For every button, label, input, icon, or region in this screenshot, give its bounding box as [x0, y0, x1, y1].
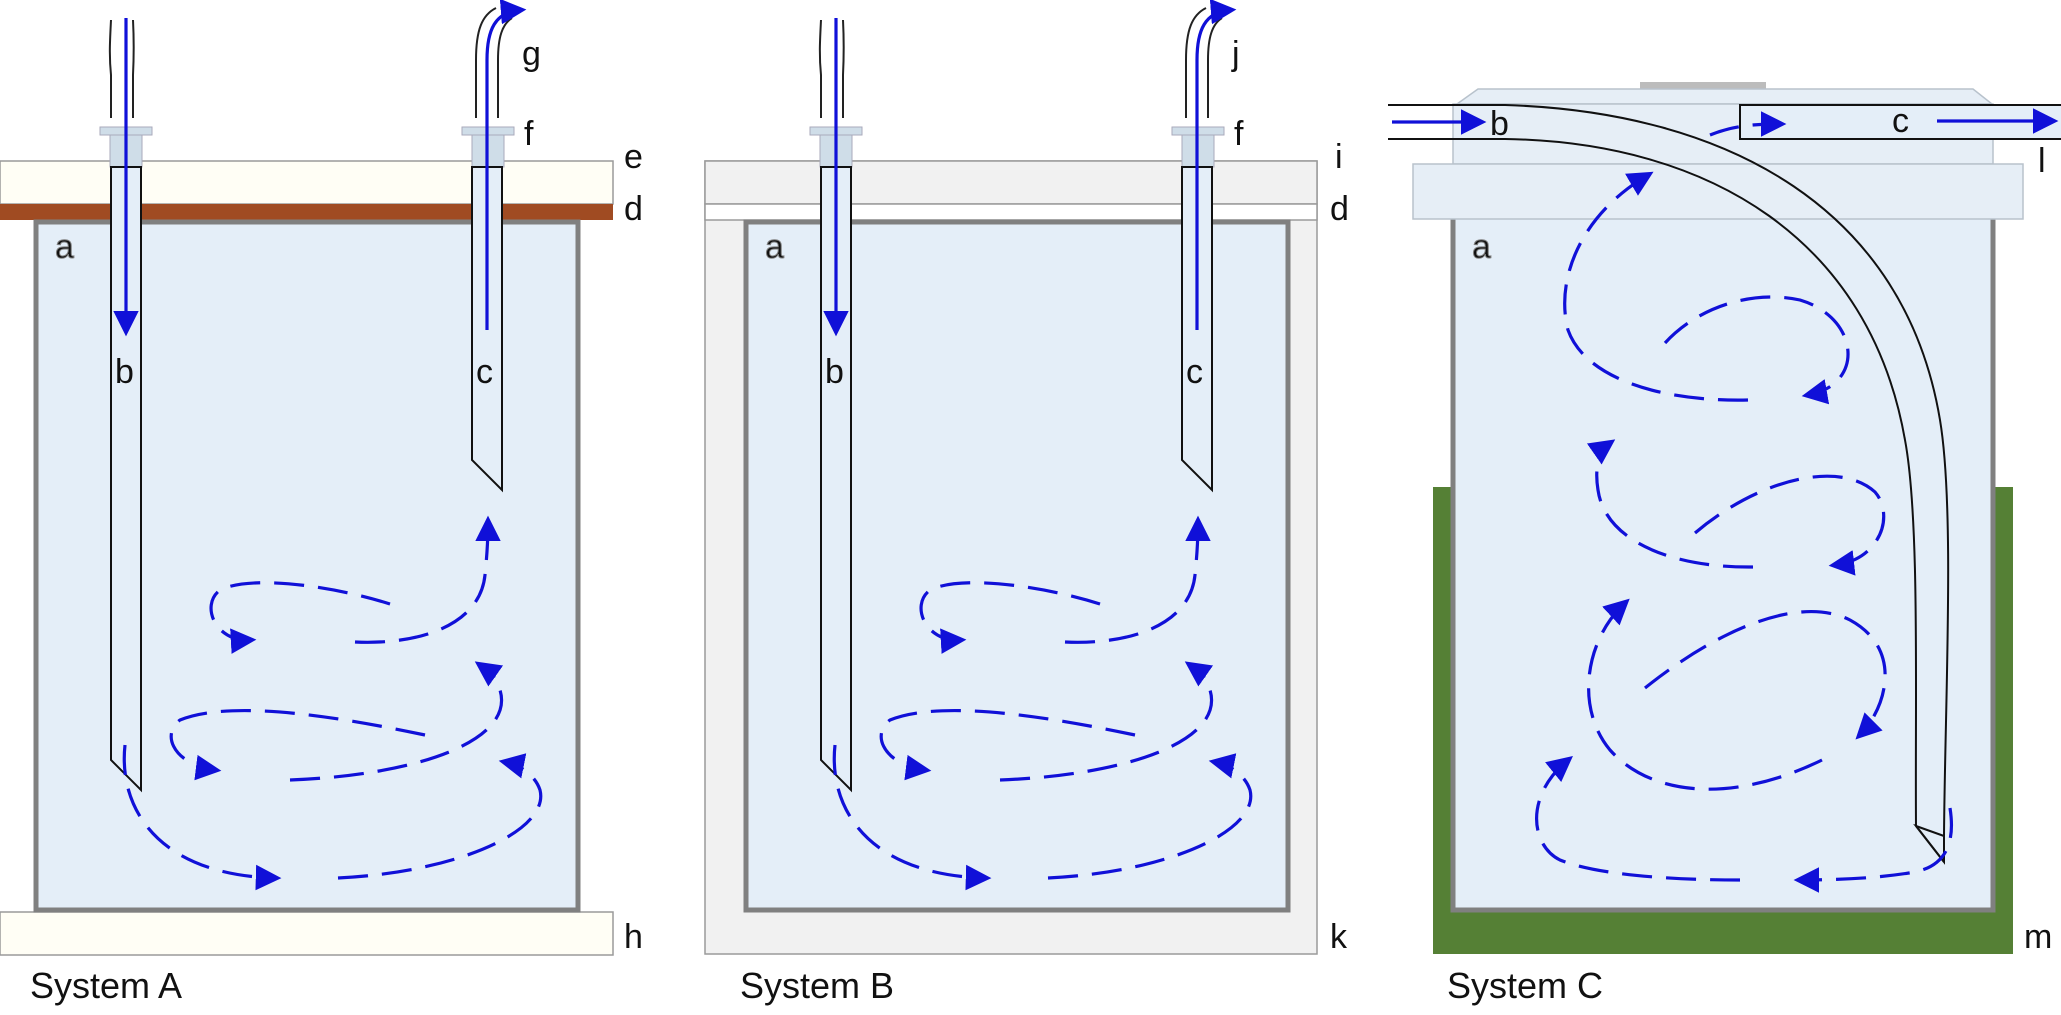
system-b-label-cover: i — [1335, 138, 1343, 176]
system-a-label-base: h — [624, 918, 643, 956]
system-b-label-vessel: a — [765, 228, 784, 266]
system-b-circulation — [832, 515, 1253, 891]
system-a-label-outflow: g — [522, 35, 541, 73]
system-b-label-outlet: c — [1186, 353, 1203, 391]
system-c-outlet-tube — [1739, 104, 2061, 140]
system-c-circulation — [1535, 111, 1954, 893]
system-b-inlet-tube — [809, 18, 863, 793]
system-c: a b c l m System C — [1388, 82, 2061, 1006]
system-a-label-cork: d — [624, 190, 643, 228]
system-c-label-outlet: c — [1892, 102, 1909, 140]
system-b-label-housing: k — [1330, 918, 1348, 956]
system-c-inlet-tube — [1388, 104, 1950, 865]
system-a-label-inlet: b — [115, 353, 134, 391]
system-c-label-vessel: a — [1472, 228, 1491, 266]
system-c-label-moss: m — [2024, 918, 2052, 956]
system-b-caption: System B — [740, 965, 894, 1006]
system-a-label-outlet: c — [476, 353, 493, 391]
system-a-outlet-tube — [461, 0, 527, 493]
system-a: a b c d e f g h System A — [0, 0, 643, 1006]
system-b: a b c d i f j k System B — [704, 0, 1349, 1006]
system-a-inlet-tube — [99, 18, 153, 793]
system-a-label-fitting: f — [524, 115, 534, 153]
system-b-label-inlet: b — [825, 353, 844, 391]
system-b-label-fitting: f — [1234, 115, 1244, 153]
system-a-cork-layer — [0, 204, 613, 220]
system-b-label-outflow: j — [1231, 35, 1240, 73]
system-c-caption: System C — [1447, 965, 1603, 1006]
system-c-label-inlet: b — [1490, 105, 1509, 143]
system-b-cover — [704, 160, 1318, 205]
system-a-top-insulation — [0, 160, 614, 205]
system-a-label-top: e — [624, 138, 643, 176]
system-a-base — [0, 911, 614, 956]
system-a-caption: System A — [30, 965, 182, 1006]
system-c-label-lid: l — [2038, 142, 2046, 180]
system-c-lid — [1412, 82, 2024, 220]
system-b-outlet-tube — [1171, 0, 1237, 493]
system-b-gap-layer — [704, 203, 1318, 221]
system-b-label-gap: d — [1330, 190, 1349, 228]
system-a-label-vessel: a — [55, 228, 74, 266]
system-a-circulation — [122, 515, 543, 891]
